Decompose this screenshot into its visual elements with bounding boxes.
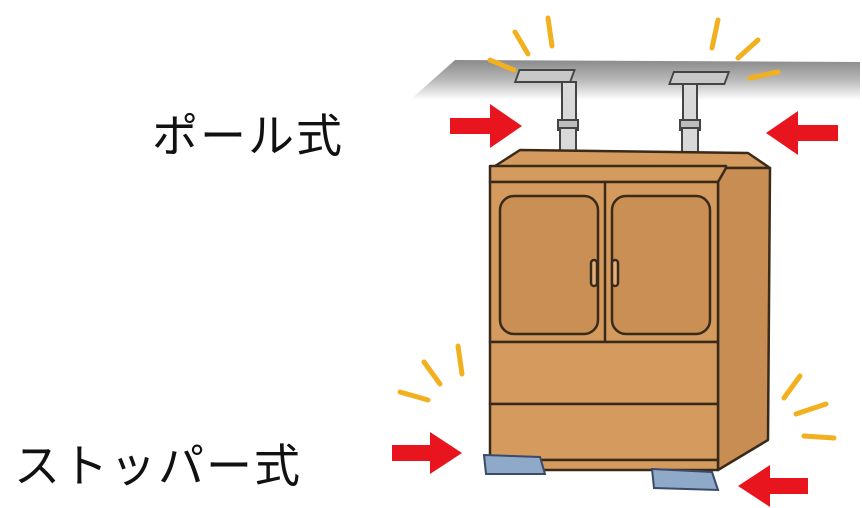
impact-burst-icon xyxy=(397,343,465,403)
impact-burst-icon xyxy=(781,373,837,441)
stopper-type-label: ストッパー式 xyxy=(14,439,302,493)
stopper-right xyxy=(650,467,720,492)
impact-burst-icon xyxy=(709,17,781,81)
pole-type-label: ポール式 xyxy=(152,109,344,163)
impact-burst-icon xyxy=(487,15,555,73)
stopper-left xyxy=(482,453,547,475)
arrow-icon xyxy=(392,432,462,474)
ceiling-panel xyxy=(410,60,860,100)
arrow-icon xyxy=(450,104,522,148)
cabinet xyxy=(488,148,772,472)
arrow-icon xyxy=(766,111,838,155)
arrow-icon xyxy=(738,465,808,507)
